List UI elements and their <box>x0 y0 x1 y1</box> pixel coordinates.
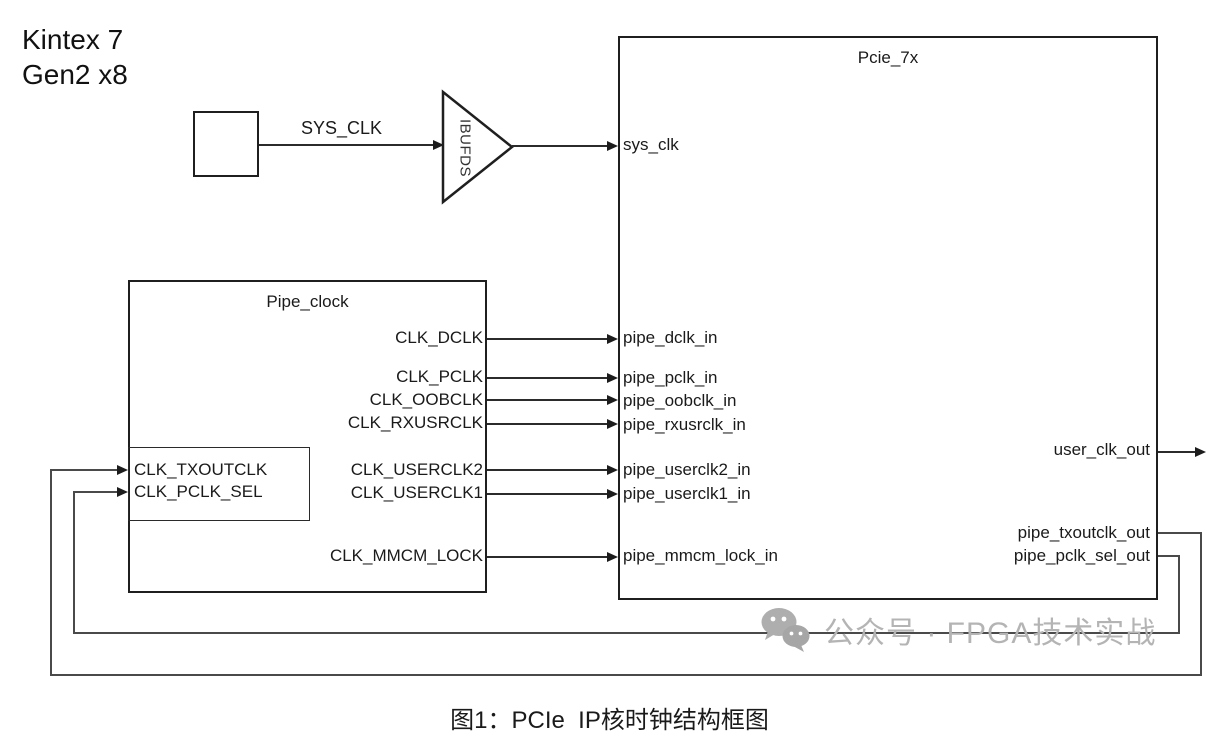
port-user-clk-out: user_clk_out <box>1053 440 1150 459</box>
wire-pclk-sel-feedback <box>73 632 1180 634</box>
wire-pclk-sel-feedback <box>1178 555 1180 634</box>
port-pipe-rxusrclk-in: pipe_rxusrclk_in <box>623 415 746 434</box>
arrowhead <box>433 140 444 150</box>
wire-pclk-sel-feedback <box>73 491 75 634</box>
arrowhead <box>117 465 128 475</box>
wire-userclk1 <box>487 493 607 495</box>
pcie-7x-title: Pcie_7x <box>857 48 919 67</box>
arrowhead <box>607 334 618 344</box>
wire-txoutclk-feedback <box>1200 532 1202 676</box>
wechat-icon <box>761 608 810 652</box>
port-pipe-userclk1-in: pipe_userclk1_in <box>623 484 751 503</box>
watermark-text: 公众号 · FPGA技术实战 <box>824 617 1157 650</box>
watermark: 公众号 · FPGA技术实战 <box>760 607 1156 653</box>
port-clk-pclk: CLK_PCLK <box>396 367 483 386</box>
port-pipe-txoutclk-out: pipe_txoutclk_out <box>1017 523 1150 542</box>
arrowhead <box>117 487 128 497</box>
pcie-7x-block: Pcie_7x <box>618 36 1158 600</box>
clock-source-box <box>193 111 259 177</box>
arrowhead <box>607 552 618 562</box>
wire-pclk <box>487 377 607 379</box>
port-clk-userclk1: CLK_USERCLK1 <box>350 483 483 502</box>
arrowhead <box>607 489 618 499</box>
device-label: Kintex 7 Gen2 x8 <box>22 22 128 92</box>
wire-buffer-to-pcie <box>512 145 608 147</box>
wire-userclk2 <box>487 469 607 471</box>
pipe-clock-feedback-port-box <box>128 447 310 521</box>
wire-dclk <box>487 338 607 340</box>
port-pipe-userclk2-in: pipe_userclk2_in <box>623 460 751 479</box>
port-clk-pclk-sel: CLK_PCLK_SEL <box>134 482 263 501</box>
arrowhead <box>607 141 618 151</box>
port-pipe-dclk-in: pipe_dclk_in <box>623 328 718 347</box>
arrowhead <box>607 373 618 383</box>
wire-pclk-sel-feedback <box>73 491 118 493</box>
arrowhead <box>607 419 618 429</box>
port-sys-clk: sys_clk <box>623 135 679 154</box>
arrowhead <box>607 395 618 405</box>
port-clk-oobclk: CLK_OOBCLK <box>369 390 483 409</box>
port-pipe-pclk-in: pipe_pclk_in <box>623 368 718 387</box>
wire-oobclk <box>487 399 607 401</box>
wire-mmcm-lock <box>487 556 607 558</box>
port-pipe-mmcm-lock-in: pipe_mmcm_lock_in <box>623 546 778 565</box>
wire-txoutclk-feedback <box>50 674 1202 676</box>
wire-txoutclk-feedback <box>50 469 52 676</box>
wire-txoutclk-feedback <box>50 469 118 471</box>
port-clk-mmcm-lock: CLK_MMCM_LOCK <box>329 546 483 565</box>
port-pipe-oobclk-in: pipe_oobclk_in <box>623 391 737 410</box>
wire-user-clk-out <box>1158 451 1196 453</box>
device-name: Kintex 7 <box>22 24 124 55</box>
ibufds-buffer-label: IBUFDS <box>456 118 474 177</box>
port-clk-txoutclk: CLK_TXOUTCLK <box>134 460 268 479</box>
pipe-clock-block: Pipe_clock <box>128 280 487 593</box>
arrowhead <box>1195 447 1206 457</box>
wire-sysclk-to-buffer <box>259 144 435 146</box>
pipe-clock-title: Pipe_clock <box>266 292 349 311</box>
port-clk-dclk: CLK_DCLK <box>395 328 483 347</box>
arrowhead <box>607 465 618 475</box>
device-config: Gen2 x8 <box>22 59 128 90</box>
port-clk-rxusrclk: CLK_RXUSRCLK <box>347 413 483 432</box>
port-clk-userclk2: CLK_USERCLK2 <box>350 460 483 479</box>
figure-caption: 图1：PCIe IP核时钟结构框图 <box>450 707 769 734</box>
ibufds-buffer-icon <box>441 89 515 205</box>
wire-txoutclk-feedback <box>1158 532 1202 534</box>
sys-clk-net-label: SYS_CLK <box>301 118 383 138</box>
port-pipe-pclk-sel-out: pipe_pclk_sel_out <box>1013 546 1150 565</box>
wire-pclk-sel-feedback <box>1158 555 1180 557</box>
wire-rxusrclk <box>487 423 607 425</box>
